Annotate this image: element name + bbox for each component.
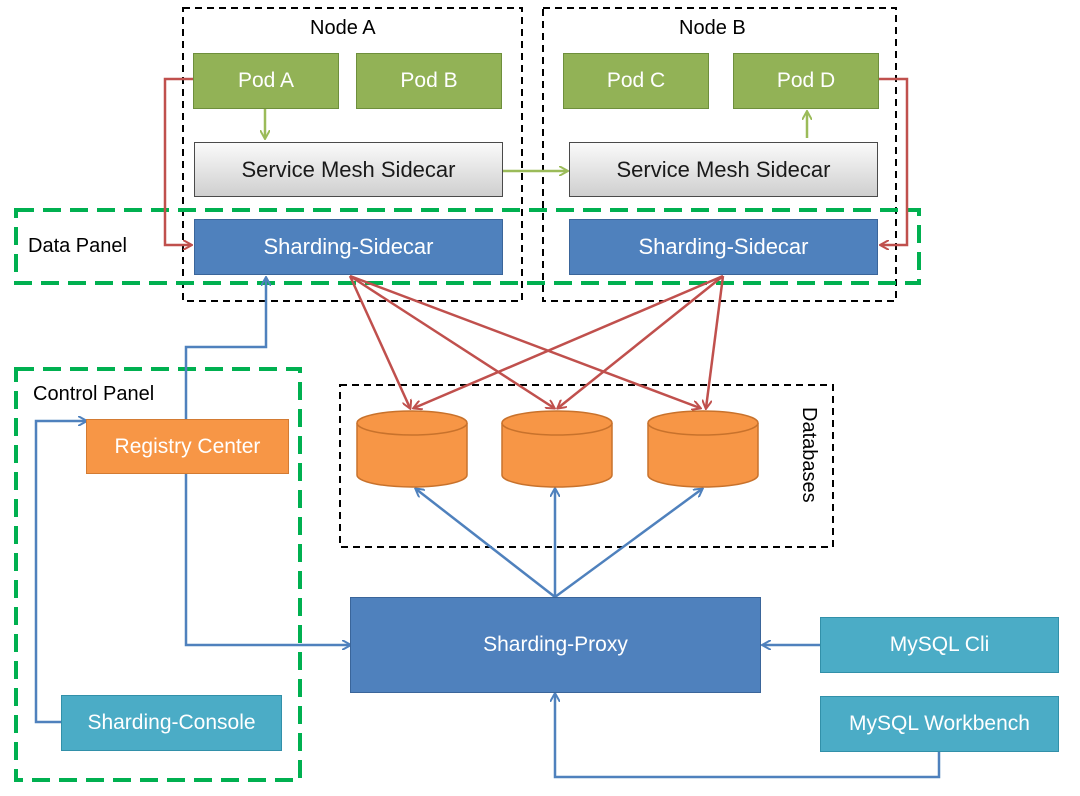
data-panel-label: Data Panel bbox=[28, 235, 127, 257]
pod-d[interactable]: Pod D bbox=[733, 53, 879, 109]
arrow-pod-a-to-sidecar bbox=[163, 77, 193, 245]
arrow-sidecar-right-db1 bbox=[414, 274, 724, 408]
control-panel-boundary bbox=[14, 367, 302, 782]
arrow-sidecar-right-db3 bbox=[706, 275, 725, 408]
pod-b[interactable]: Pod B bbox=[356, 53, 502, 109]
arrow-console-to-registry bbox=[34, 421, 86, 724]
arrow-proxy-db1 bbox=[416, 489, 556, 598]
database-cylinder-2 bbox=[501, 410, 613, 488]
sharding-proxy[interactable]: Sharding-Proxy bbox=[350, 597, 761, 693]
databases-label: Databases bbox=[798, 407, 820, 503]
arrow-pod-d-to-sidecar bbox=[879, 77, 909, 245]
arrow-sidecar-left-db2 bbox=[349, 274, 554, 408]
database-cylinder-1 bbox=[356, 410, 468, 488]
mysql-workbench[interactable]: MySQL Workbench bbox=[820, 696, 1059, 752]
arrow-registry-to-proxy bbox=[184, 474, 350, 645]
arrow-sidecar-left-db3 bbox=[349, 274, 700, 408]
arrow-sidecar-right-db2 bbox=[558, 275, 724, 408]
sharding-sidecar-right[interactable]: Sharding-Sidecar bbox=[569, 219, 878, 275]
registry-center[interactable]: Registry Center bbox=[86, 419, 289, 474]
service-mesh-sidecar-right[interactable]: Service Mesh Sidecar bbox=[569, 142, 878, 197]
mysql-cli[interactable]: MySQL Cli bbox=[820, 617, 1059, 673]
arrow-workbench-to-proxy bbox=[555, 694, 941, 779]
node-a-boundary bbox=[182, 7, 523, 302]
arrow-proxy-db3 bbox=[554, 489, 702, 599]
database-cylinder-3 bbox=[647, 410, 759, 488]
arrow-registry-to-sidecar bbox=[184, 278, 266, 420]
node-b-label: Node B bbox=[679, 17, 746, 39]
control-panel-label: Control Panel bbox=[33, 383, 155, 405]
arrow-sidecar-left-db1 bbox=[348, 275, 410, 408]
pod-c[interactable]: Pod C bbox=[563, 53, 709, 109]
pod-a[interactable]: Pod A bbox=[193, 53, 339, 109]
service-mesh-sidecar-left[interactable]: Service Mesh Sidecar bbox=[194, 142, 503, 197]
sharding-sidecar-left[interactable]: Sharding-Sidecar bbox=[194, 219, 503, 275]
node-a-label: Node A bbox=[310, 17, 376, 39]
sharding-console[interactable]: Sharding-Console bbox=[61, 695, 282, 751]
